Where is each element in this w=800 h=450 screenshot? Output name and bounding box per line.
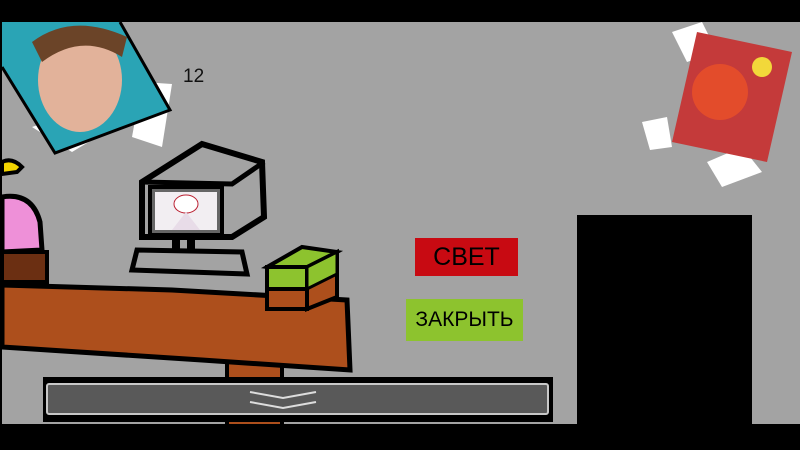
light-button[interactable]: СВЕТ (415, 238, 518, 276)
camera-panel (43, 377, 553, 422)
player-photo (2, 22, 173, 155)
doorway (577, 215, 752, 424)
office-drawing (2, 22, 792, 424)
camera-toggle-bar[interactable] (46, 383, 549, 415)
game-scene: 12 СВЕТ ЗАКРЫТЬ (2, 22, 800, 424)
night-counter: 12 (183, 66, 205, 87)
close-door-button[interactable]: ЗАКРЫТЬ (406, 299, 523, 341)
chevron-down-icon (249, 391, 317, 410)
enemy-photo (642, 22, 792, 187)
green-box (260, 244, 344, 312)
computer (128, 140, 268, 277)
pink-character (2, 158, 49, 284)
